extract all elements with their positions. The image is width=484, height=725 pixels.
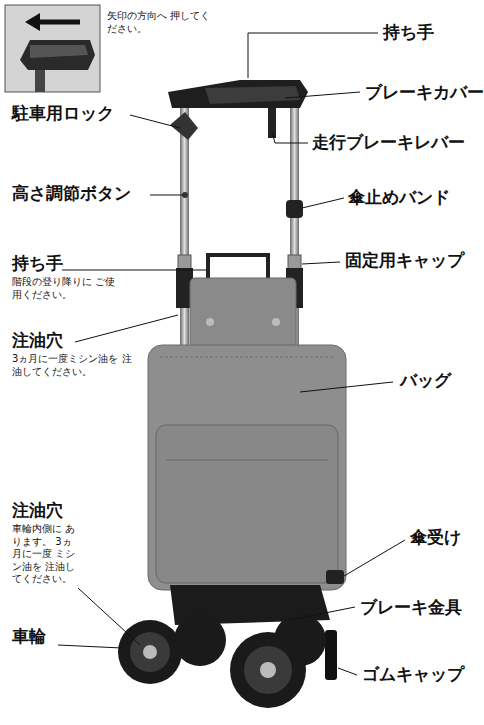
part-name: ブレーキ金具 [360, 597, 462, 618]
part-name: 固定用キャップ [345, 250, 464, 271]
bag [148, 278, 346, 590]
main-handle [168, 80, 308, 140]
part-name: 傘止めバンド [348, 187, 450, 208]
part-name: ゴムキャップ [362, 664, 464, 685]
part-name: 注油穴 [12, 500, 63, 521]
note-text: 矢印の方向へ 押してください。 [107, 10, 212, 35]
part-name: 持ち手 [383, 22, 434, 43]
part-name: 走行ブレーキレバー [312, 132, 465, 153]
note-text: 階段の登り降りに ご使用ください。 [12, 276, 122, 301]
wheels [118, 570, 344, 708]
part-name: ブレーキカバー [365, 82, 484, 103]
part-name: 駐車用ロック [12, 103, 114, 124]
part-name: バッグ [400, 370, 451, 391]
note-text: 車輪内側に あります。 3ヵ月に一度 ミシン油を 注油してください。 [12, 523, 80, 586]
part-name: 傘受け [410, 527, 461, 548]
part-name: 高さ調節ボタン [12, 183, 131, 204]
inset-photo [5, 5, 100, 92]
part-name: 注油穴 [12, 330, 63, 351]
part-name: 車輪 [12, 626, 46, 647]
part-name: 持ち手 [12, 253, 63, 274]
note-text: 3ヵ月に一度ミシン油を 注油してください。 [12, 353, 137, 378]
